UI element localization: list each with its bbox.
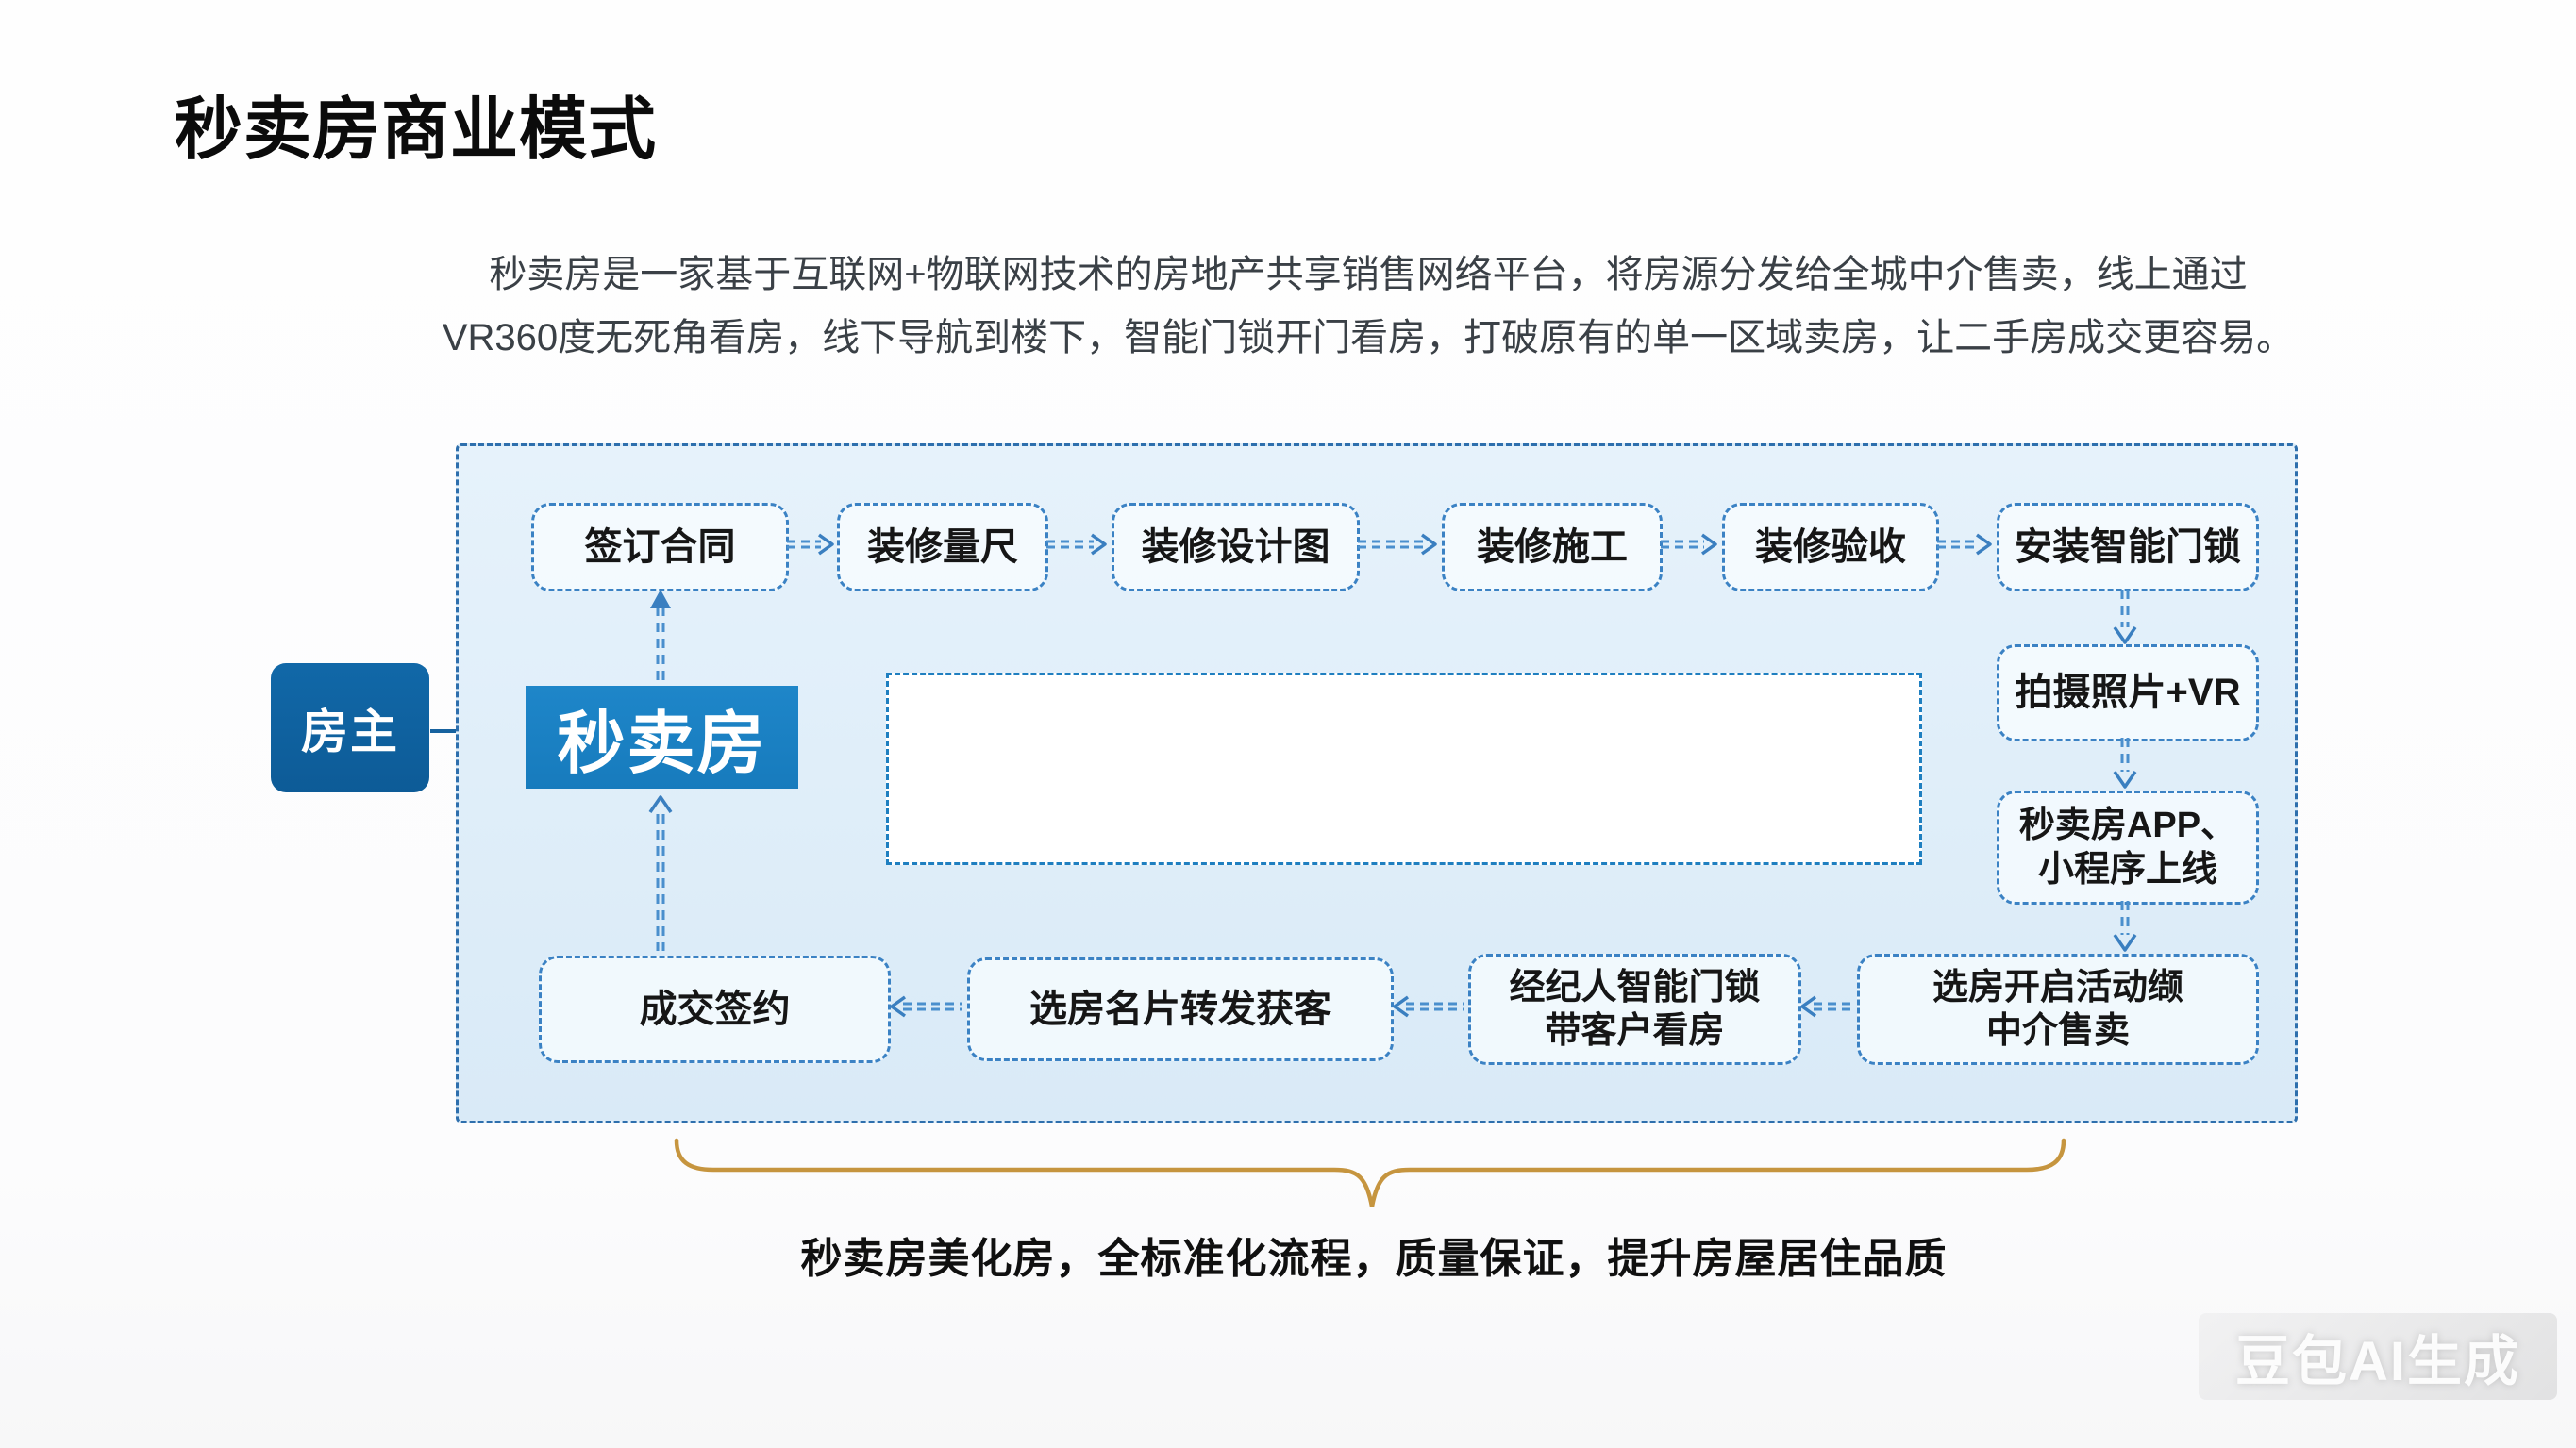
flow-arrow-up bbox=[650, 590, 671, 684]
brace bbox=[674, 1138, 2066, 1207]
flow-step-app-launch: 秒卖房APP、 小程序上线 bbox=[1997, 791, 2259, 905]
flow-arrow-left bbox=[1800, 995, 1853, 1018]
step-label: 成交签约 bbox=[639, 988, 791, 1030]
flow-step-deal-signing: 成交签约 bbox=[539, 956, 891, 1063]
flow-step-photo-vr: 拍摄照片+VR bbox=[1997, 644, 2259, 741]
step-label: 签订合同 bbox=[584, 525, 736, 568]
owner-box: 房主 bbox=[271, 663, 429, 792]
flow-step-measure: 装修量尺 bbox=[837, 503, 1048, 591]
flow-arrow-down bbox=[2113, 901, 2137, 952]
step-label-line2: 带客户看房 bbox=[1545, 1011, 1725, 1051]
watermark: 豆包AI生成 bbox=[2234, 1331, 2520, 1392]
description-line-1: 秒卖房是一家基于互联网+物联网技术的房地产共享销售网络平台，将房源分发给全城中介… bbox=[489, 254, 2248, 295]
platform-box: 秒卖房 bbox=[526, 686, 798, 789]
flow-step-sign-contract: 签订合同 bbox=[531, 503, 789, 591]
flow-step-open-selection: 选房开启活动缬 中介售卖 bbox=[1857, 954, 2259, 1065]
flow-step-design: 装修设计图 bbox=[1112, 503, 1360, 591]
flow-step-agent-showing: 经纪人智能门锁 带客户看房 bbox=[1468, 954, 1801, 1065]
owner-label: 房主 bbox=[301, 705, 399, 758]
step-label: 装修施工 bbox=[1477, 525, 1628, 568]
caption: 秒卖房美化房，全标准化流程，质量保证，提升房屋居住品质 bbox=[800, 1236, 1948, 1282]
flow-container: 签订合同 装修量尺 装修设计图 装修施工 装修验收 安装智能门锁 bbox=[456, 443, 2298, 1123]
platform-label: 秒卖房 bbox=[557, 707, 767, 782]
flow-arrow-down bbox=[2113, 590, 2137, 644]
flow-step-inspection: 装修验收 bbox=[1722, 503, 1939, 591]
watermark-panel: 豆包AI生成 bbox=[2199, 1313, 2557, 1400]
step-label: 装修验收 bbox=[1755, 525, 1906, 568]
step-label-line1: 经纪人智能门锁 bbox=[1509, 967, 1761, 1007]
flow-step-construction: 装修施工 bbox=[1442, 503, 1663, 591]
step-label: 装修量尺 bbox=[867, 525, 1018, 568]
step-label-line2: 中介售卖 bbox=[1985, 1011, 2130, 1051]
step-label-line2: 小程序上线 bbox=[2037, 849, 2217, 890]
flow-arrow-right bbox=[1661, 533, 1717, 556]
center-placeholder-box bbox=[886, 673, 1922, 865]
flow-arrow-up bbox=[648, 795, 673, 951]
flow-arrow-left bbox=[890, 995, 962, 1018]
flow-arrow-right bbox=[787, 533, 834, 556]
flow-arrow-right bbox=[1937, 533, 1992, 556]
step-label: 拍摄照片+VR bbox=[2015, 672, 2241, 714]
description-line-2: VR360度无死角看房，线下导航到楼下，智能门锁开门看房，打破原有的单一区域卖房… bbox=[442, 317, 2295, 358]
page-title: 秒卖房商业模式 bbox=[175, 92, 658, 168]
step-label-line1: 选房开启活动缬 bbox=[1932, 967, 2183, 1007]
flow-arrow-right bbox=[1358, 533, 1437, 556]
step-label: 装修设计图 bbox=[1141, 525, 1330, 568]
step-label: 安装智能门锁 bbox=[2015, 525, 2241, 568]
flow-arrow-down bbox=[2113, 738, 2137, 789]
flow-step-install-lock: 安装智能门锁 bbox=[1997, 503, 2259, 591]
description: 秒卖房是一家基于互联网+物联网技术的房地产共享销售网络平台，将房源分发给全城中介… bbox=[302, 243, 2434, 370]
flow-arrow-left bbox=[1393, 995, 1464, 1018]
flow-step-card-referral: 选房名片转发获客 bbox=[967, 957, 1394, 1061]
step-label-line1: 秒卖房APP、 bbox=[2018, 806, 2237, 846]
flow-arrow-right bbox=[1046, 533, 1107, 556]
step-label: 选房名片转发获客 bbox=[1029, 988, 1331, 1030]
